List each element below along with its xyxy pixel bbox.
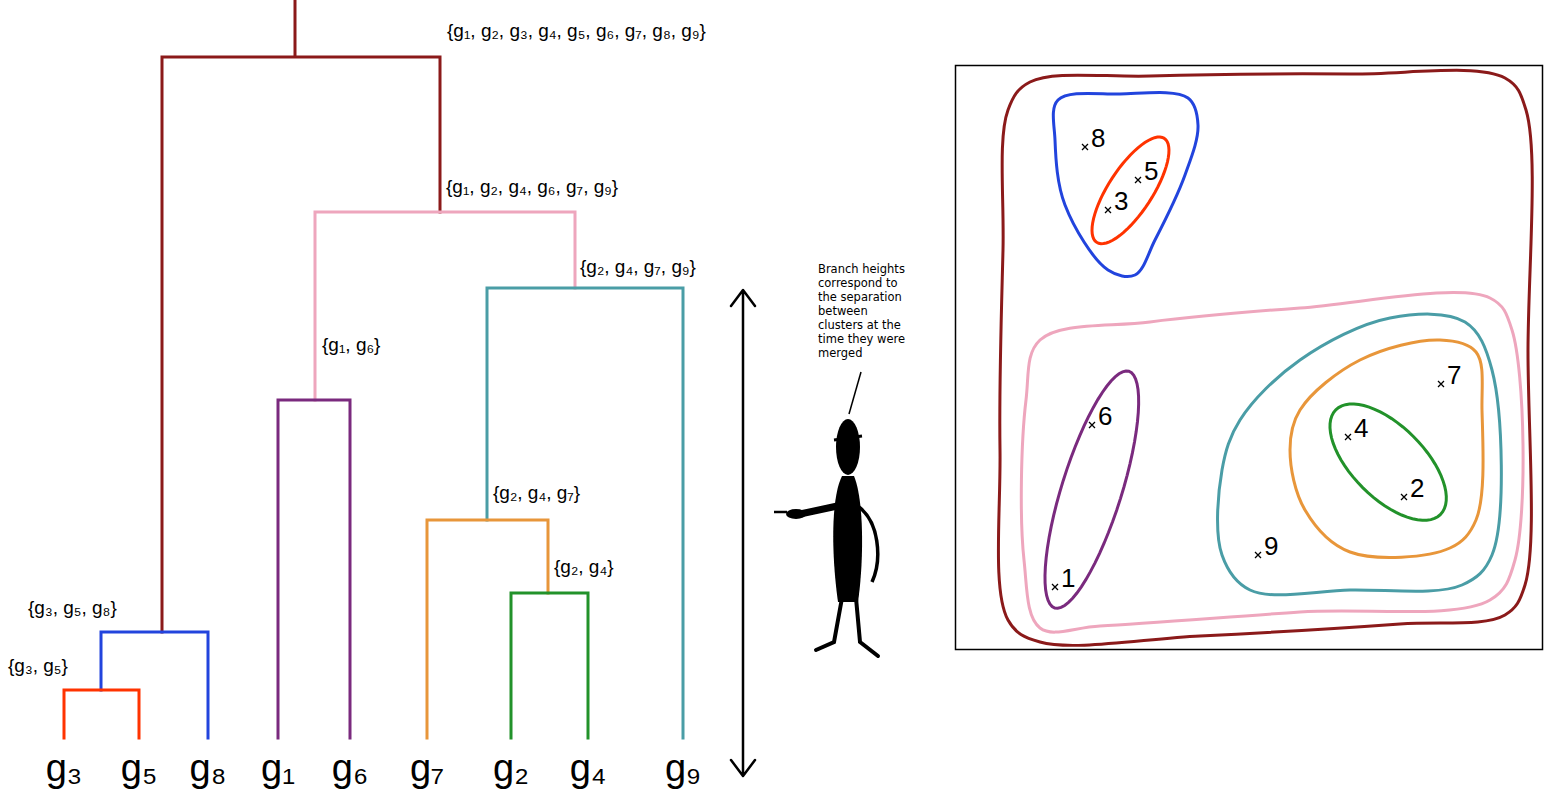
cluster-shape <box>1326 400 1450 524</box>
cluster-shape <box>996 70 1532 646</box>
point-number: 2 <box>1410 475 1424 501</box>
cluster-shape <box>1051 90 1202 279</box>
cluster-label: {g₁, g₂, g₄, g₆, g₇, g₉} <box>446 176 618 199</box>
cluster-boundary <box>1045 371 1139 608</box>
teal-branch <box>487 288 683 738</box>
leader-line <box>849 372 861 414</box>
height-arrow <box>731 290 755 776</box>
cluster-shape <box>1041 367 1143 612</box>
pink-branch <box>315 212 575 400</box>
point-marker <box>1401 494 1407 500</box>
blue-branch <box>101 632 208 738</box>
cluster-outline: 742 <box>1286 336 1486 556</box>
point-marker <box>1105 207 1111 213</box>
leaf-label: g₉ <box>665 746 701 792</box>
cluster-shape <box>1020 294 1519 632</box>
root-branch <box>162 0 440 632</box>
green-branch <box>511 593 588 738</box>
figure-hand <box>786 509 806 519</box>
figure-body <box>833 476 862 602</box>
leaf-label: g₈ <box>190 746 227 792</box>
callout-note: Branch heights correspond to the separat… <box>818 262 912 360</box>
cluster-label: {g₂, g₄, g₇, g₉} <box>580 256 696 279</box>
cluster-boundary <box>1330 404 1446 520</box>
leaf-label: g₂ <box>493 746 529 792</box>
cluster-label: {g₃, g₅, g₈} <box>28 597 117 620</box>
point-number: 9 <box>1264 533 1278 559</box>
figure-finger <box>774 511 787 514</box>
pointing-figure <box>774 372 878 656</box>
cluster-label: {g₂, g₄} <box>554 556 614 579</box>
cluster-label: {g₁, g₆} <box>322 334 380 357</box>
cluster-outline: 8 35 <box>1051 90 1202 279</box>
leaf-label: g₁ <box>261 746 295 792</box>
leaf-label: g₃ <box>46 746 83 792</box>
orange-branch <box>427 520 548 738</box>
cluster-boundary <box>998 70 1532 645</box>
point-number: 8 <box>1091 125 1105 151</box>
cluster-boundary <box>1021 293 1523 633</box>
cluster-outline: 61 <box>1041 367 1143 612</box>
point-marker <box>1135 177 1141 183</box>
cluster-label: {g₁, g₂, g₃, g₄, g₅, g₆, g₇, g₈, g₉} <box>447 20 706 43</box>
figure-legs <box>816 598 878 656</box>
cluster-outline: 835619742 <box>996 70 1532 646</box>
leaf-label: g₄ <box>570 746 607 792</box>
cluster-label: {g₂, g₄, g₇} <box>493 482 580 505</box>
point-number: 5 <box>1144 158 1158 184</box>
point-marker <box>1438 381 1444 387</box>
point-marker <box>1345 434 1351 440</box>
cluster-boundary <box>1092 137 1169 244</box>
cluster-boundary <box>1218 314 1502 595</box>
scatter-frame <box>956 66 1543 650</box>
point-marker <box>1089 422 1095 428</box>
leaf-label: g₅ <box>121 746 157 792</box>
point-marker <box>1082 144 1088 150</box>
point-number: 3 <box>1114 188 1128 214</box>
point-marker <box>1255 552 1261 558</box>
point-marker <box>1052 584 1058 590</box>
cluster-outline: 9742 <box>1218 314 1496 594</box>
cluster-label: {g₃, g₅} <box>8 655 68 678</box>
red-branch <box>64 690 139 738</box>
figure-cap <box>834 436 862 440</box>
point-number: 1 <box>1061 565 1075 591</box>
figure-head <box>836 419 860 475</box>
figure-arm <box>800 505 842 514</box>
cluster-outline: 42 <box>1326 400 1450 524</box>
cluster-boundary <box>1053 92 1198 276</box>
point-number: 6 <box>1098 403 1112 429</box>
leaf-label: g₆ <box>332 746 368 792</box>
cluster-outline: 619742 <box>1020 294 1519 632</box>
cluster-shape <box>1218 314 1496 594</box>
point-number: 7 <box>1447 362 1461 388</box>
point-number: 4 <box>1354 415 1368 441</box>
cluster-boundary <box>1290 340 1483 558</box>
purple-branch <box>278 400 350 738</box>
leaf-label: g₇ <box>410 746 444 792</box>
figure-arm <box>856 505 878 582</box>
